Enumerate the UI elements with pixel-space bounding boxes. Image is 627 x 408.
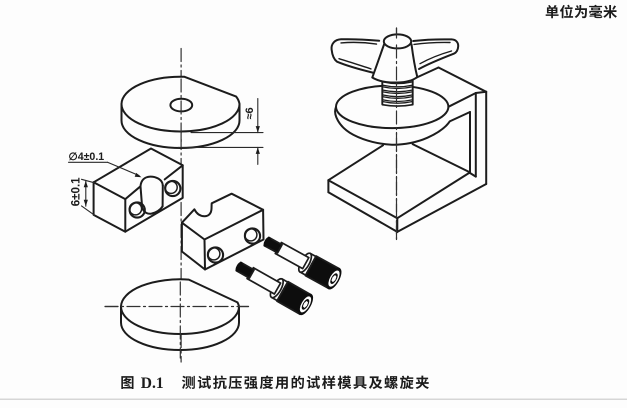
svg-text:∅4±0.1: ∅4±0.1	[69, 151, 105, 163]
svg-text:D.1: D.1	[141, 375, 164, 392]
svg-text:6±0.1: 6±0.1	[70, 177, 83, 206]
svg-text:≈6: ≈6	[244, 107, 256, 119]
